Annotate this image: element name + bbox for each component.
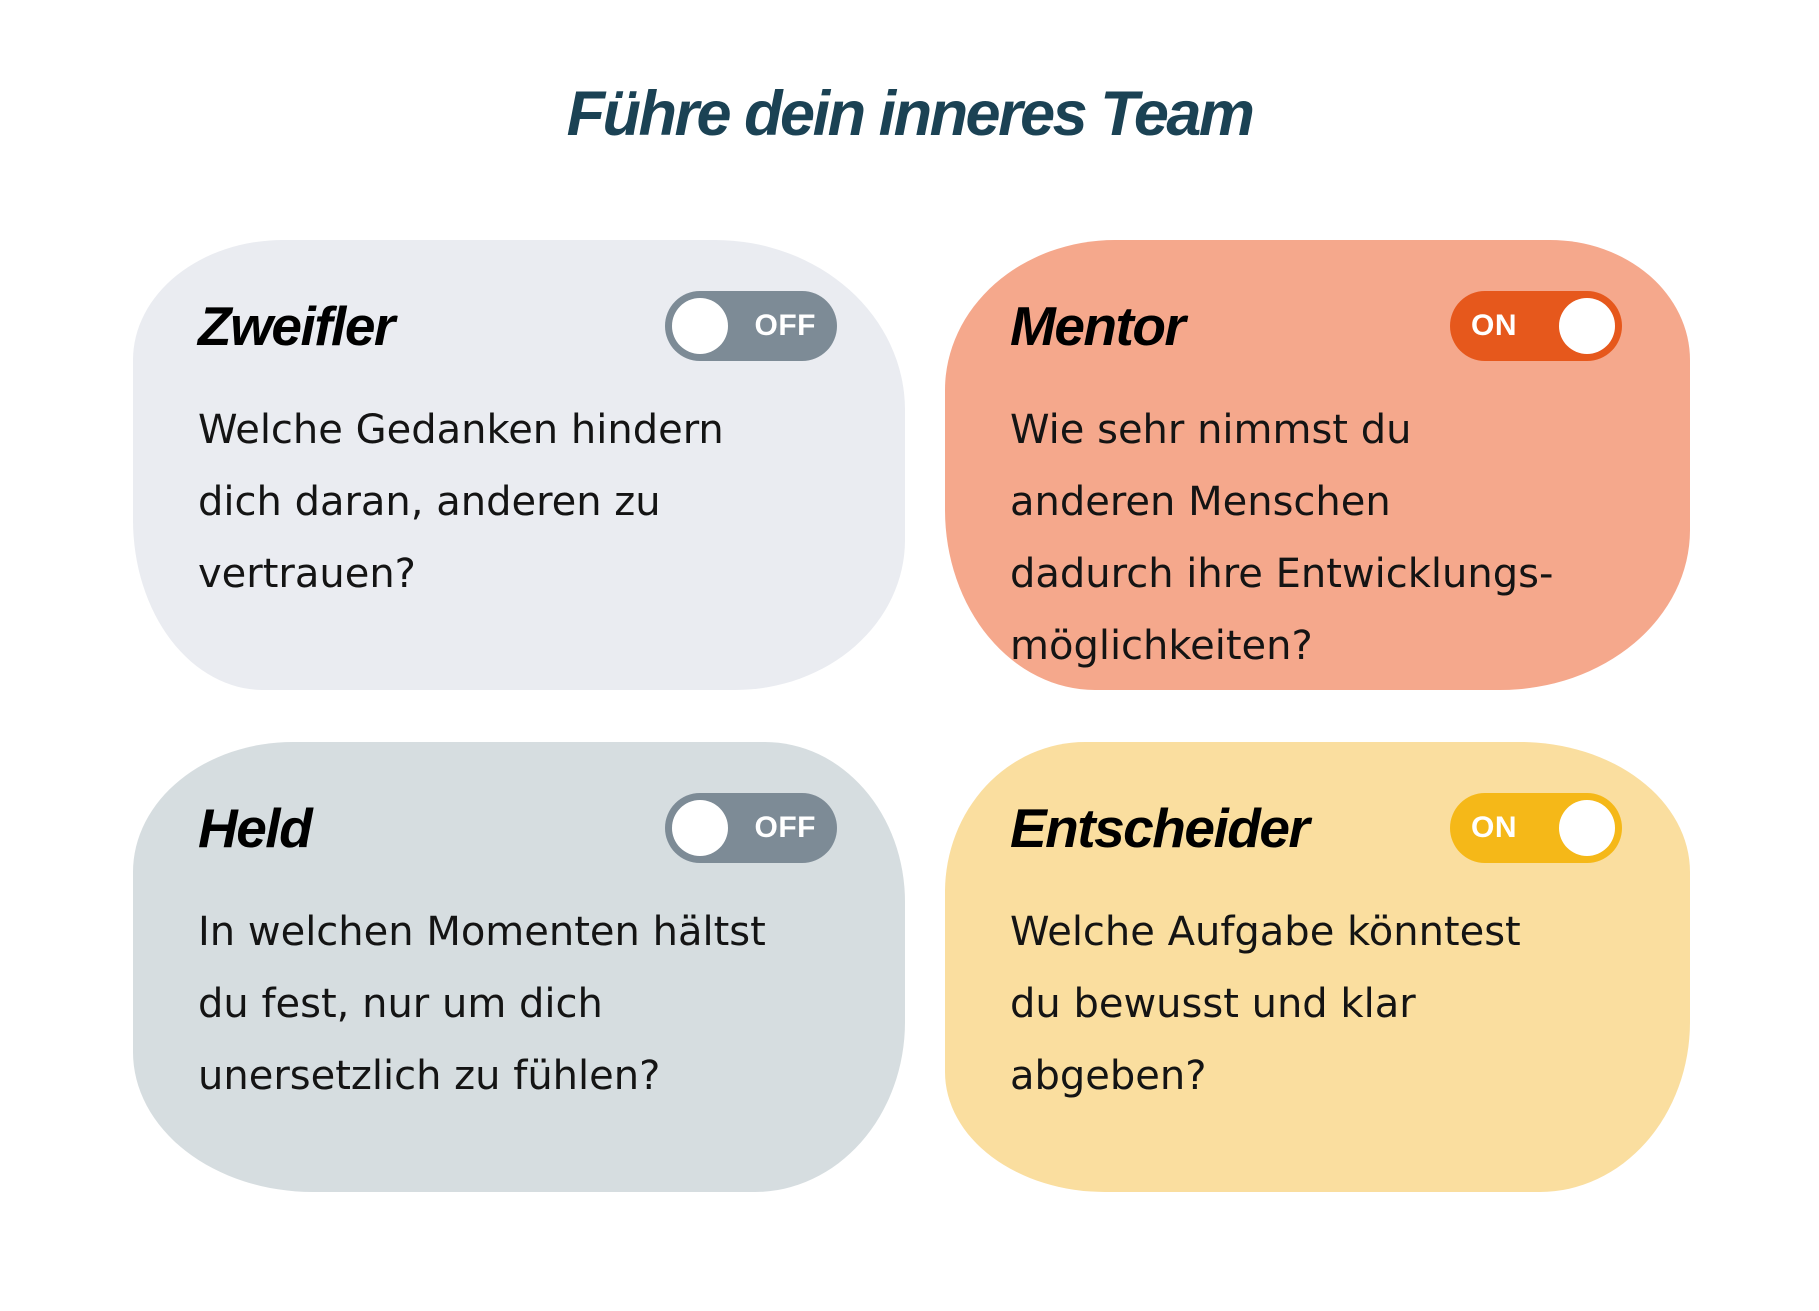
toggle-state-label: OFF	[754, 309, 816, 342]
toggle-zweifler[interactable]: OFF	[665, 291, 837, 361]
toggle-mentor[interactable]: ON	[1450, 291, 1622, 361]
card-held: Held OFF In welchen Momenten hältst du f…	[133, 742, 905, 1192]
toggle-knob-icon	[1559, 298, 1615, 354]
toggle-knob-icon	[672, 800, 728, 856]
page-title: Führe dein inneres Team	[566, 79, 1255, 149]
toggle-held[interactable]: OFF	[665, 793, 837, 863]
card-zweifler: Zweifler OFF Welche Gedanken hindern dic…	[133, 240, 905, 690]
card-grid: Zweifler OFF Welche Gedanken hindern dic…	[133, 240, 1690, 1192]
card-header: Held OFF	[198, 788, 837, 868]
card-entscheider: Entscheider ON Welche Aufgabe könntest d…	[945, 742, 1690, 1192]
card-header: Mentor ON	[1010, 286, 1622, 366]
toggle-state-label: ON	[1471, 811, 1517, 844]
card-title-mentor: Mentor	[1010, 295, 1186, 357]
toggle-entscheider[interactable]: ON	[1450, 793, 1622, 863]
card-question-mentor: Wie sehr nimmst du anderen Menschen dadu…	[1010, 407, 1554, 669]
card-question-held: In welchen Momenten hältst du fest, nur …	[198, 909, 766, 1099]
toggle-knob-icon	[672, 298, 728, 354]
card-header: Entscheider ON	[1010, 788, 1622, 868]
toggle-state-label: OFF	[754, 811, 816, 844]
toggle-knob-icon	[1559, 800, 1615, 856]
card-question-entscheider: Welche Aufgabe könntest du bewusst und k…	[1010, 909, 1521, 1099]
toggle-state-label: ON	[1471, 309, 1517, 342]
card-title-zweifler: Zweifler	[198, 295, 395, 357]
card-question-zweifler: Welche Gedanken hindern dich daran, ande…	[198, 407, 724, 597]
card-title-held: Held	[198, 797, 313, 859]
card-header: Zweifler OFF	[198, 286, 837, 366]
card-mentor: Mentor ON Wie sehr nimmst du anderen Men…	[945, 240, 1690, 690]
card-title-entscheider: Entscheider	[1010, 797, 1310, 859]
